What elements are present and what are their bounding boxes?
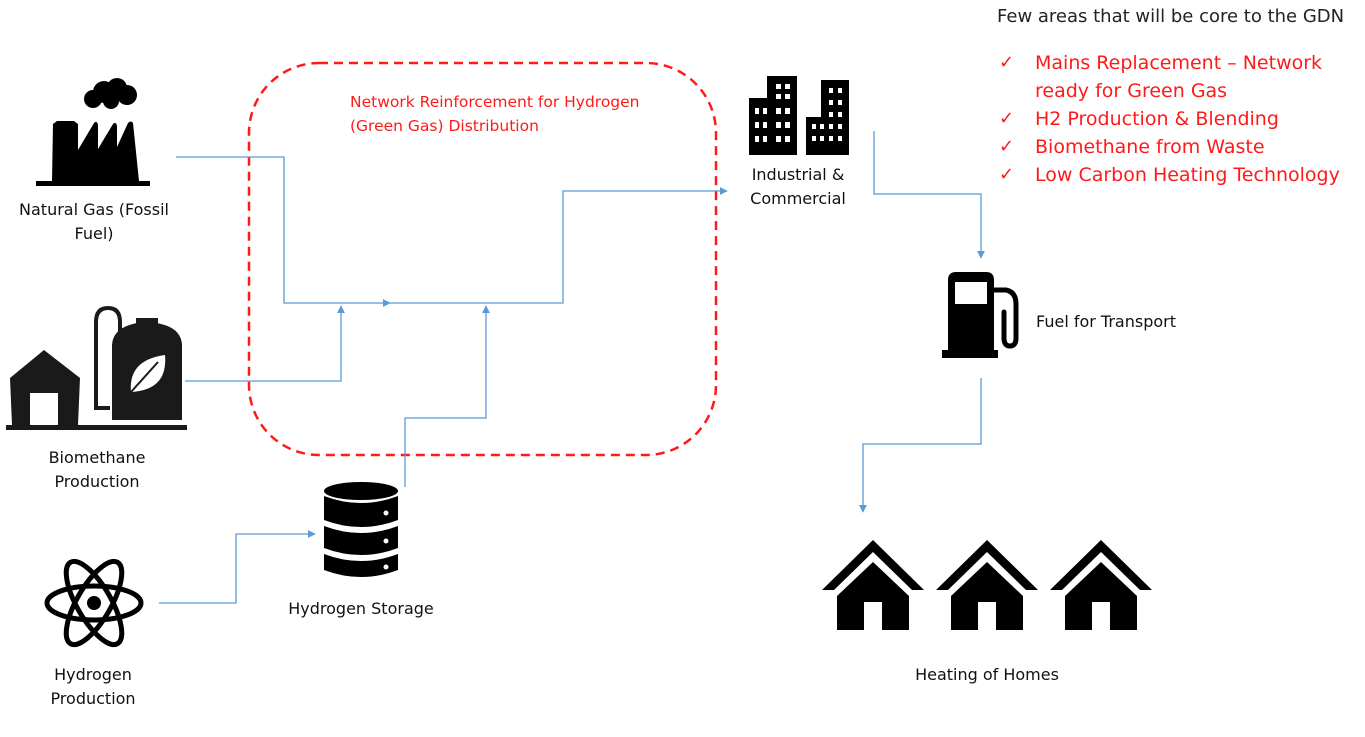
core-areas-panel: Few areas that will be core to the GDN ✓… xyxy=(997,6,1365,189)
industrial-label-line1: Industrial & xyxy=(751,165,845,184)
biomethane-label: Biomethane Production xyxy=(12,446,182,494)
hydrogen-production-label-line2: Production xyxy=(50,689,136,708)
natural-gas-label-line1: Natural Gas (Fossil xyxy=(19,200,169,219)
connector-hydrogen-production xyxy=(159,530,316,604)
house-icon xyxy=(936,540,1038,630)
core-area-item-text: Low Carbon Heating Technology xyxy=(1035,164,1340,186)
connector-natural-gas xyxy=(176,156,391,307)
connector-biomethane xyxy=(185,305,345,382)
industrial-label-line2: Commercial xyxy=(750,189,846,208)
hydrogen-storage-label: Hydrogen Storage xyxy=(266,597,456,621)
factory-icon xyxy=(36,78,150,186)
hydrogen-storage-label-text: Hydrogen Storage xyxy=(288,599,434,618)
fuel-transport-label-text: Fuel for Transport xyxy=(1036,312,1177,331)
connector-hydrogen-storage xyxy=(404,305,490,487)
reinforcement-zone-label-line1: Network Reinforcement for Hydrogen xyxy=(350,93,640,111)
connector-industrial-to-fuel xyxy=(873,131,985,259)
checkmark-icon: ✓ xyxy=(999,108,1015,129)
biomethane-label-line2: Production xyxy=(54,472,140,491)
natural-gas-label: Natural Gas (Fossil Fuel) xyxy=(4,198,184,246)
natural-gas-label-line2: Fuel) xyxy=(74,224,114,243)
atom-icon xyxy=(44,558,144,648)
checkmark-icon: ✓ xyxy=(999,136,1015,157)
hydrogen-production-label: Hydrogen Production xyxy=(8,663,178,711)
core-area-item-text: Biomethane from Waste xyxy=(1035,136,1265,158)
connector-fuel-to-homes xyxy=(859,378,982,513)
core-area-item-text: Mains Replacement – Network ready for Gr… xyxy=(1035,52,1323,102)
buildings-icon xyxy=(749,76,849,155)
core-areas-title: Few areas that will be core to the GDN xyxy=(997,6,1345,27)
reinforcement-zone-label: Network Reinforcement for Hydrogen (Gree… xyxy=(350,90,640,138)
checkmark-icon: ✓ xyxy=(999,164,1015,185)
industrial-label: Industrial & Commercial xyxy=(728,163,868,211)
fuel-transport-label: Fuel for Transport xyxy=(1036,310,1176,334)
hydrogen-production-label-line1: Hydrogen xyxy=(54,665,132,684)
reinforcement-zone-boundary xyxy=(247,61,718,457)
core-area-item: ✓ Biomethane from Waste xyxy=(997,133,1365,161)
core-areas-list: ✓ Mains Replacement – Network ready for … xyxy=(997,49,1365,189)
core-area-item: ✓ Mains Replacement – Network ready for … xyxy=(997,49,1345,105)
checkmark-icon: ✓ xyxy=(999,52,1015,73)
reinforcement-zone-label-line2: (Green Gas) Distribution xyxy=(350,117,539,135)
core-area-item: ✓ Low Carbon Heating Technology xyxy=(997,161,1365,189)
house-icon xyxy=(1050,540,1152,630)
core-area-item-text: H2 Production & Blending xyxy=(1035,108,1279,130)
house-icon xyxy=(822,540,924,630)
core-area-item: ✓ H2 Production & Blending xyxy=(997,105,1365,133)
heating-homes-label: Heating of Homes xyxy=(892,663,1082,687)
database-icon xyxy=(324,482,398,577)
biogas-plant-icon xyxy=(6,305,187,430)
fuel-pump-icon xyxy=(942,272,1019,358)
connector-merge-to-industrial xyxy=(390,187,728,304)
heating-homes-label-text: Heating of Homes xyxy=(915,665,1059,684)
biomethane-label-line1: Biomethane xyxy=(48,448,146,467)
